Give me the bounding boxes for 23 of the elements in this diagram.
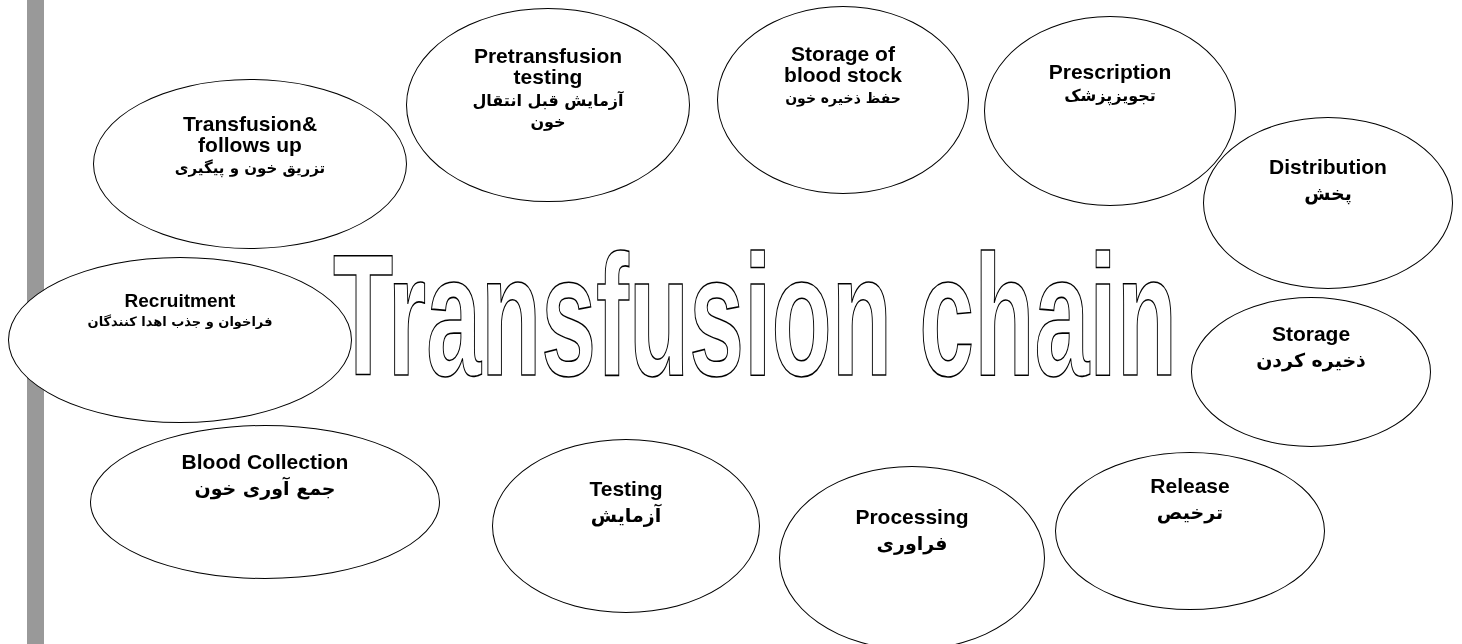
step-translation: آزمایش	[589, 503, 663, 528]
step-title: Prescription	[1047, 61, 1173, 82]
step-translation: فراوری	[875, 531, 949, 556]
step-translation: تزریق خون و پیگیری	[173, 159, 327, 179]
step-translation: ترخیص	[1155, 500, 1225, 525]
step-title: Storage	[1270, 323, 1352, 344]
outlined-title: Transfusion chain	[333, 229, 1177, 401]
step-title: Recruitment	[123, 291, 237, 310]
step-title: Transfusion& follows up	[181, 113, 319, 155]
step-translation: حفظ ذخیره خون	[784, 89, 902, 108]
step-translation: فراخوان و جذب اهدا کنندگان	[86, 314, 274, 331]
step-translation: ذخیره کردن	[1255, 348, 1367, 373]
step-translation: پخش	[1303, 181, 1353, 206]
step-translation: جمع آوری خون	[193, 476, 337, 501]
step-title: Blood Collection	[180, 451, 350, 472]
step-title: Release	[1149, 475, 1231, 496]
step-translation: آزمایش قبل انتقال خون	[471, 91, 625, 133]
step-title: Storage of blood stock	[783, 43, 903, 85]
step-title: Testing	[588, 478, 664, 499]
step-title: Distribution	[1268, 156, 1388, 177]
step-translation: تجویزپزشک	[1063, 86, 1157, 107]
step-title: Pretransfusion testing	[472, 45, 624, 87]
step-title: Processing	[854, 506, 970, 527]
